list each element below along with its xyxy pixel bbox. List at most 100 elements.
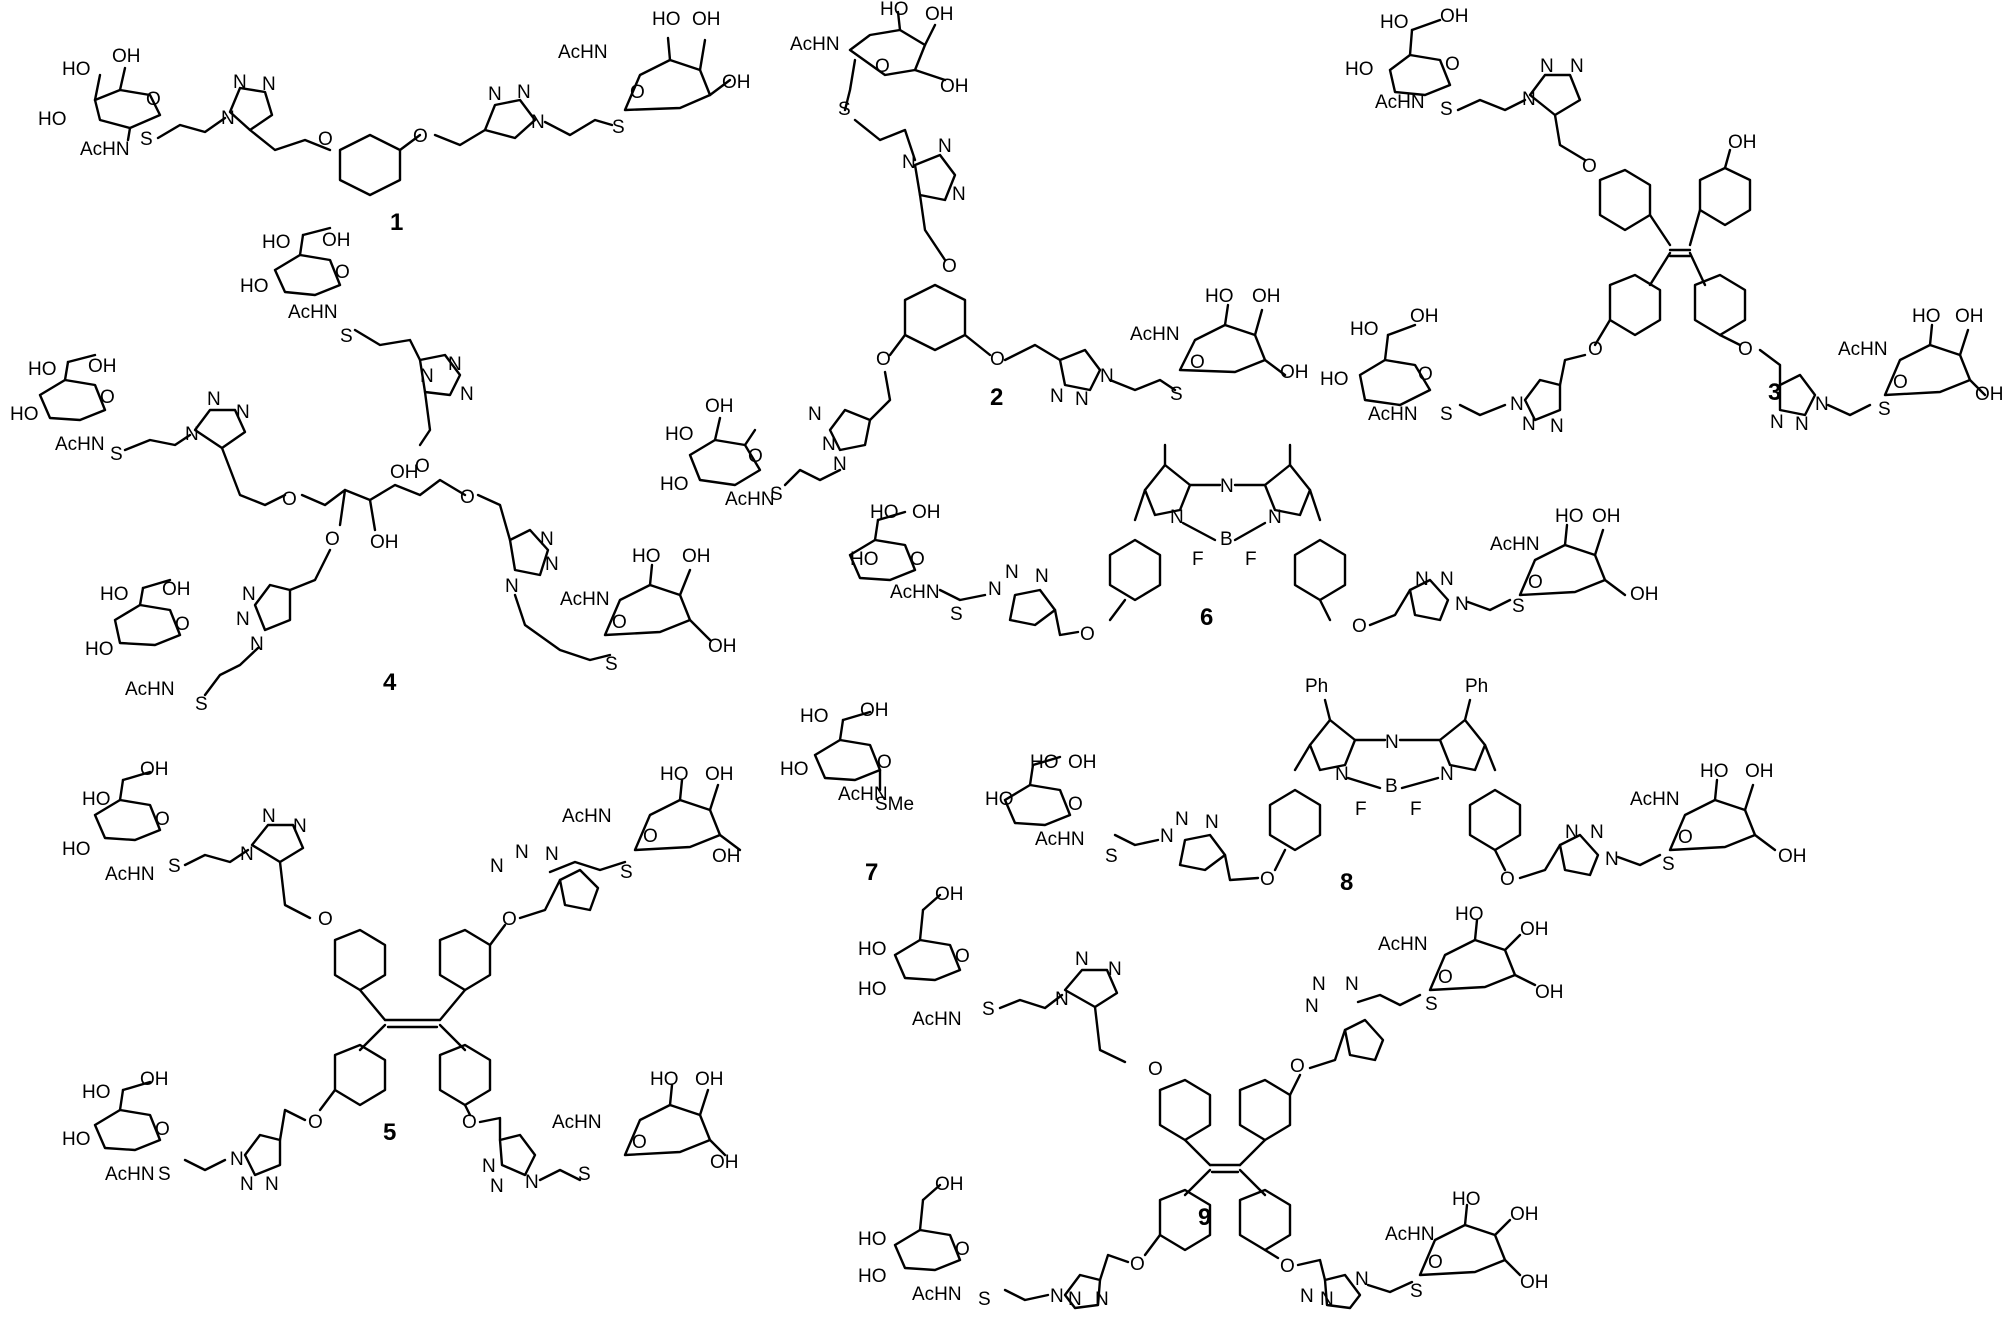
oh-label: OH [1520,919,1549,940]
ether-oxygen: O [462,1112,477,1133]
sulfur-label: S [1440,99,1453,120]
nitrogen-label: N [517,82,531,103]
ether-oxygen: O [1130,1254,1145,1275]
oh-label: HO [652,9,681,30]
compound-2-sugar-top: AcHN HO OH O OH [790,0,969,97]
oh-label: HO [660,764,689,785]
sme-label: SMe [875,794,914,815]
nitrogen-label: N [262,74,276,95]
oh-label: HO [100,584,129,605]
ring-oxygen: O [877,752,892,773]
nitrogen-label: N [1565,822,1579,843]
compound-2-triazole-left: N N N [808,404,872,475]
sulfur-label: S [982,999,995,1020]
compound-2-triazole-right: N N N [1050,348,1114,410]
achn-label: AcHN [125,679,175,700]
nitrogen-label: N [515,842,529,863]
sulfur-label: S [1410,1281,1423,1302]
compound-4-sugar-top: HO OH HO AcHN O S [240,226,353,347]
compound-9-triazole-top-right: N N N [1305,974,1385,1062]
nitrogen-label: N [545,554,559,575]
achn-label: AcHN [1035,829,1085,850]
compound-8-triazole-right: N N N [1558,822,1619,877]
achn-label: AcHN [725,489,775,510]
ring-oxygen: O [1438,967,1453,988]
fluorine-label: F [1355,799,1367,820]
oh-label: OH [1440,6,1469,27]
compound-label-4: 4 [383,669,397,696]
sulfur-label: S [1662,854,1675,875]
compound-1-triazole-left: N N N [221,72,276,132]
nitrogen-label: N [525,1172,539,1193]
boron-label: B [1385,776,1398,797]
nitrogen-label: N [1320,1289,1334,1310]
nitrogen-label: N [233,72,247,93]
nitrogen-label: N [1385,732,1399,753]
ring-oxygen: O [632,1132,647,1153]
achn-label: AcHN [1375,92,1425,113]
nitrogen-label: N [952,184,966,205]
ether-oxygen: O [282,489,297,510]
compound-4-sugar-bottom-left: HO OH HO AcHN O [85,578,191,700]
compound-2-sugar-right: AcHN HO OH O OH [1130,286,1309,383]
achn-label: AcHN [1630,789,1680,810]
ring-oxygen: O [1678,827,1693,848]
nitrogen-label: N [240,1174,254,1195]
sulfur-label: S [612,117,625,138]
ring-oxygen: O [155,1119,170,1140]
achn-label: AcHN [55,434,105,455]
nitrogen-label: N [902,152,916,173]
nitrogen-label: N [482,1156,496,1177]
achn-label: AcHN [790,34,840,55]
nitrogen-label: N [1550,416,1564,437]
oh-label: OH [935,1174,964,1195]
nitrogen-label: N [1795,414,1809,435]
oh-label: OH [140,1069,169,1090]
compound-1-sugar-left: HO OH HO AcHN O S [38,46,162,160]
nitrogen-label: N [1095,1289,1109,1310]
oh-label: HO [85,639,114,660]
oh-label: OH [370,532,399,553]
sulfur-label: S [620,862,633,883]
compound-6-triazole-right: N N N [1408,569,1469,622]
oh-label: OH [1778,846,1807,867]
compound-5-triazole-top-right: N N N [490,842,600,912]
compound-3-structure: HO OH HO AcHN O S N N N O OH O O [1320,6,2004,437]
compound-5-sugar-bottom-left: HO OH HO AcHN O [62,1069,170,1185]
compound-4-triazole-bottom-right: N N N [505,528,559,597]
compound-5-structure: HO OH HO AcHN O S N N N O O O O [62,759,742,1197]
achn-label: AcHN [1838,339,1888,360]
compound-4-triazole-left: N N N [185,389,250,450]
achn-label: AcHN [558,42,608,63]
sulfur-label: S [978,1289,991,1310]
oh-label: HO [28,359,57,380]
ether-oxygen: O [1352,616,1367,637]
oh-label: HO [870,502,899,523]
ring-oxygen: O [155,809,170,830]
compound-5-triazole-bottom-right: N N N [482,1133,539,1197]
nitrogen-label: N [1415,569,1429,590]
achn-label: AcHN [560,589,610,610]
boron-label: B [1220,529,1233,550]
compound-3-sugar-left: HO OH HO AcHN O [1320,306,1439,425]
compound-6-sugar-right: AcHN HO OH O OH [1490,506,1659,605]
oh-label: OH [1955,306,1984,327]
ring-oxygen: O [1445,54,1460,75]
sulfur-label: S [578,1164,591,1185]
oh-label: HO [1555,506,1584,527]
sulfur-label: S [140,129,153,150]
nitrogen-label: N [236,609,250,630]
oh-label: OH [912,502,941,523]
sulfur-label: S [838,99,851,120]
oh-label: HO [780,759,809,780]
ether-oxygen: O [1582,156,1597,177]
nitrogen-label: N [808,404,822,425]
oh-label: HO [858,1266,887,1287]
nitrogen-label: N [221,108,235,129]
oh-label: HO [82,789,111,810]
achn-label: AcHN [912,1009,962,1030]
oh-label: HO [850,549,879,570]
ring-oxygen: O [955,946,970,967]
